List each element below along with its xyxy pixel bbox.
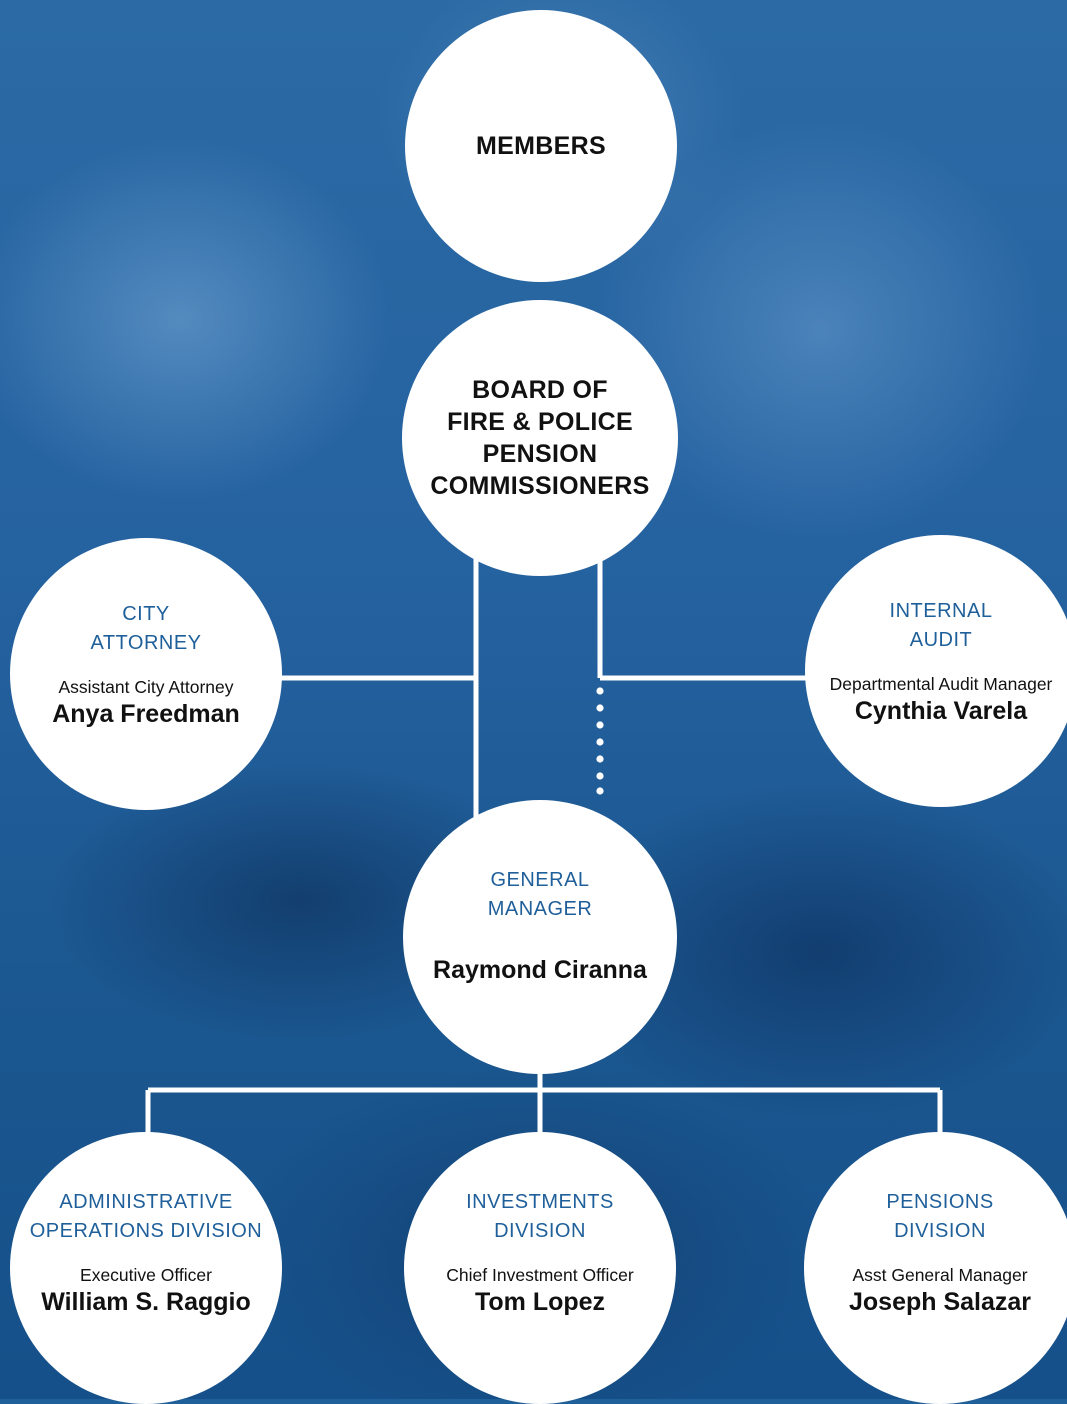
person-name: Raymond Ciranna [433,956,647,984]
department-label: ATTORNEY [90,632,202,654]
board-title-line: BOARD OF [472,376,608,404]
person-name: Anya Freedman [52,700,240,728]
board-node: BOARD OF FIRE & POLICE PENSION COMMISSIO… [402,300,678,576]
internal-audit-node: INTERNAL AUDIT Departmental Audit Manage… [805,535,1067,807]
investments-node: INVESTMENTS DIVISION Chief Investment Of… [404,1132,676,1404]
city-attorney-node: CITY ATTORNEY Assistant City Attorney An… [10,538,282,810]
admin-operations-node: ADMINISTRATIVE OPERATIONS DIVISION Execu… [10,1132,282,1404]
role-title: Executive Officer [80,1265,212,1285]
department-label: INVESTMENTS [466,1191,614,1213]
department-label: MANAGER [487,898,593,920]
person-name: Cynthia Varela [854,697,1028,725]
person-name: Joseph Salazar [848,1288,1032,1316]
board-title: BOARD OF FIRE & POLICE PENSION COMMISSIO… [430,374,649,502]
general-manager-node: GENERAL MANAGER Raymond Ciranna [403,800,677,1074]
department-label: OPERATIONS DIVISION [29,1220,263,1242]
role-title: Asst General Manager [852,1265,1028,1285]
pensions-node: PENSIONS DIVISION Asst General Manager J… [804,1132,1067,1404]
department-label: ADMINISTRATIVE [59,1191,233,1213]
department-label: AUDIT [909,629,973,651]
department-label: DIVISION [894,1220,986,1242]
department-label: INTERNAL [889,600,993,622]
members-node: MEMBERS [405,10,677,282]
role-title: Assistant City Attorney [58,677,234,697]
dotted-audit-to-gm-line [596,687,604,795]
role-title: Departmental Audit Manager [829,674,1053,694]
role-title: Chief Investment Officer [446,1265,634,1285]
department-label: GENERAL [490,869,590,891]
members-label: MEMBERS [476,132,606,160]
board-title-line: COMMISSIONERS [430,472,650,500]
board-title-line: PENSION [482,440,598,468]
person-name: William S. Raggio [41,1288,251,1316]
department-label: DIVISION [494,1220,586,1242]
department-label: CITY [122,603,170,625]
person-name: Tom Lopez [474,1288,606,1316]
department-label: PENSIONS [886,1191,994,1213]
board-title-line: FIRE & POLICE [447,408,633,436]
